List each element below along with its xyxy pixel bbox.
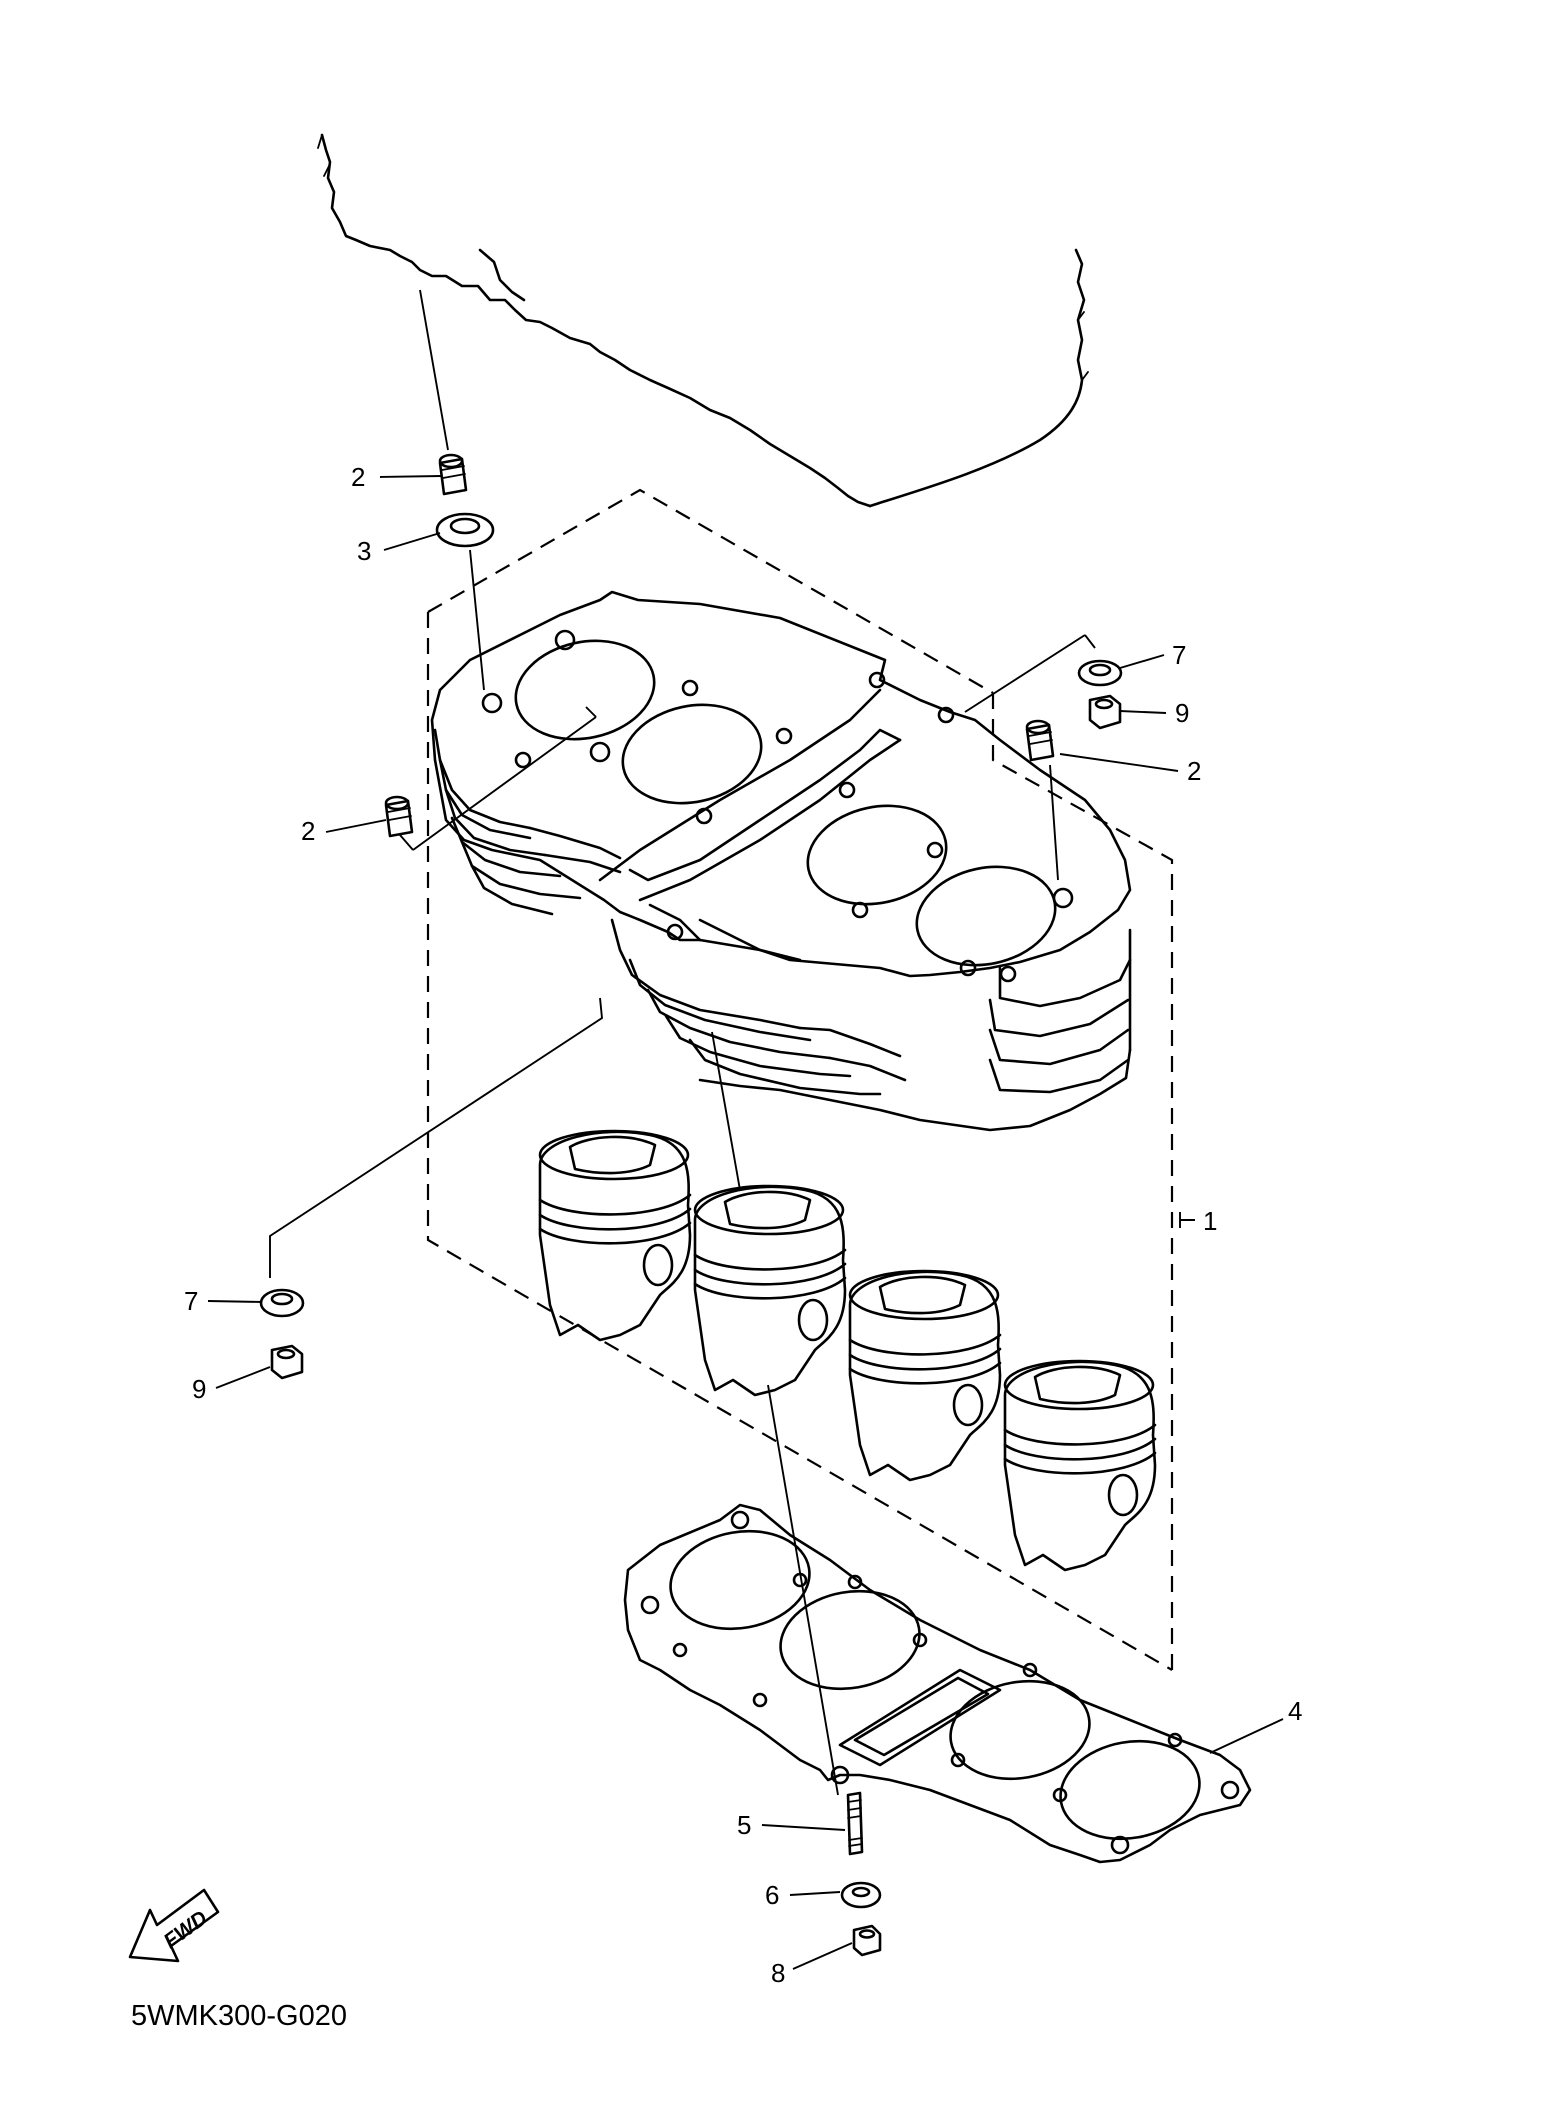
callout-3: 3 [357,536,371,566]
nut-8 [852,1924,882,1957]
cylinder-base-gasket [623,1503,1252,1864]
callout-9-lower: 9 [192,1374,206,1404]
forward-direction-arrow-icon: FWD [128,1888,220,1963]
pistons [538,1129,1157,1572]
piston-3 [848,1269,1002,1482]
nut-9-upper [1088,694,1122,730]
piston-4 [1003,1359,1157,1572]
piston-2 [693,1184,847,1397]
callout-leaders [207,475,1284,1970]
crankcase-partial-outline [317,133,1089,508]
callout-2-upper-left: 2 [351,462,365,492]
assembly-guide-lines [269,289,1096,1796]
callout-1: 1 [1203,1206,1217,1236]
nut-9-lower [270,1344,304,1380]
washer-7-lower [259,1288,305,1318]
piston-1 [538,1129,692,1342]
callout-2-right: 2 [1187,756,1201,786]
assembly-boundary-dashed [426,488,1174,1671]
callout-8: 8 [771,1958,785,1988]
diagram-code: 5WMK300-G020 [131,2000,347,2032]
dowel-pin-upper-left [438,453,468,496]
callout-2-left: 2 [301,816,315,846]
callout-labels: 1 2 2 2 3 4 5 6 7 7 8 9 9 [184,462,1302,1988]
cylinder-block [430,590,1132,1132]
callout-5: 5 [737,1810,751,1840]
dowel-pin-right [1025,719,1055,762]
callout-9-upper: 9 [1175,698,1189,728]
callout-7-lower: 7 [184,1286,198,1316]
washer-7-upper [1077,659,1123,687]
washer-3 [435,512,495,548]
washer-6 [840,1881,882,1909]
callout-4: 4 [1288,1696,1302,1726]
stud-bolt-5 [846,1791,864,1856]
callout-7-upper: 7 [1172,640,1186,670]
dowel-pin-left [384,795,414,838]
callout-6: 6 [765,1880,779,1910]
